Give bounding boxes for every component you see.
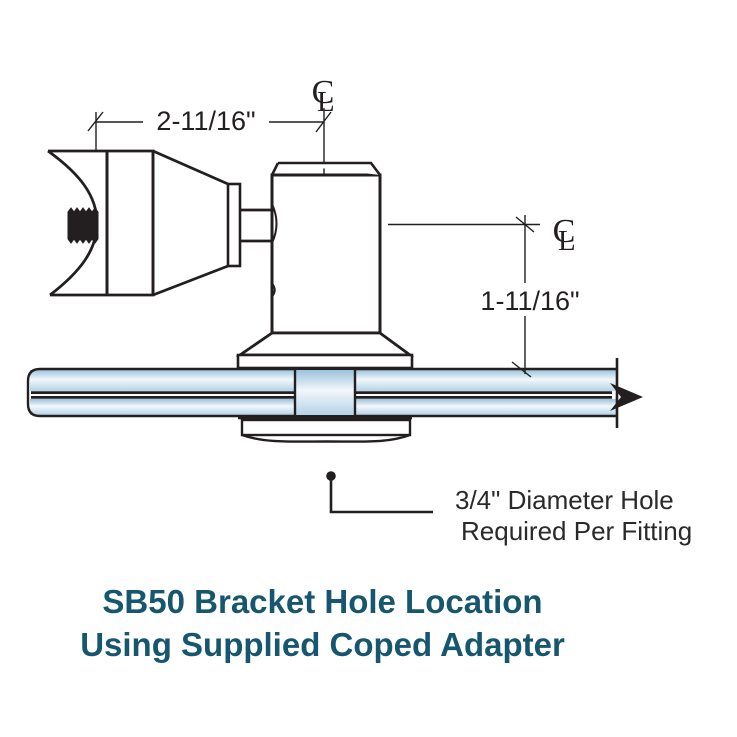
hole-leader (326, 471, 433, 514)
cone-taper (152, 149, 229, 297)
body-top-chamfer (270, 161, 382, 176)
centerline-symbol-top: C L (312, 74, 335, 118)
threaded-stud (67, 207, 99, 244)
glass-hole (296, 370, 354, 415)
leader-line (329, 479, 433, 514)
dimension-top-label: 2-11/16" (156, 106, 255, 136)
centerline-symbol-right: C L (553, 213, 576, 257)
stem-fillet-arcs (270, 203, 278, 299)
glass-panel (26, 358, 643, 428)
adapter-collar (226, 182, 242, 268)
hole-note-line1: 3/4" Diameter Hole (455, 485, 674, 515)
stem (240, 208, 273, 243)
glass-outline (26, 367, 617, 418)
fitting-body (235, 161, 415, 370)
body-cylinder (270, 173, 382, 335)
centerline-icon: C (553, 213, 576, 250)
diagram-title-line2: Using Supplied Coped Adapter (80, 626, 565, 663)
centerline-icon: L (317, 86, 335, 118)
glass-interlayer (31, 391, 612, 399)
flange-band (236, 353, 414, 370)
dimension-side-label: 1-11/16" (480, 286, 579, 316)
hole-note-line2: Required Per Fitting (461, 516, 692, 546)
bottom-washer (238, 416, 412, 443)
diagram-title-line1: SB50 Bracket Hole Location (102, 583, 543, 620)
centerline-icon: C (312, 74, 335, 111)
leader-dot (326, 471, 336, 481)
coped-adapter (47, 149, 273, 297)
centerline-icon: L (558, 225, 576, 257)
diagram-title: SB50 Bracket Hole Location Using Supplie… (0, 580, 645, 666)
flange-taper (235, 331, 415, 357)
dim-tick (511, 361, 532, 378)
glass-break-symbol (610, 358, 643, 428)
